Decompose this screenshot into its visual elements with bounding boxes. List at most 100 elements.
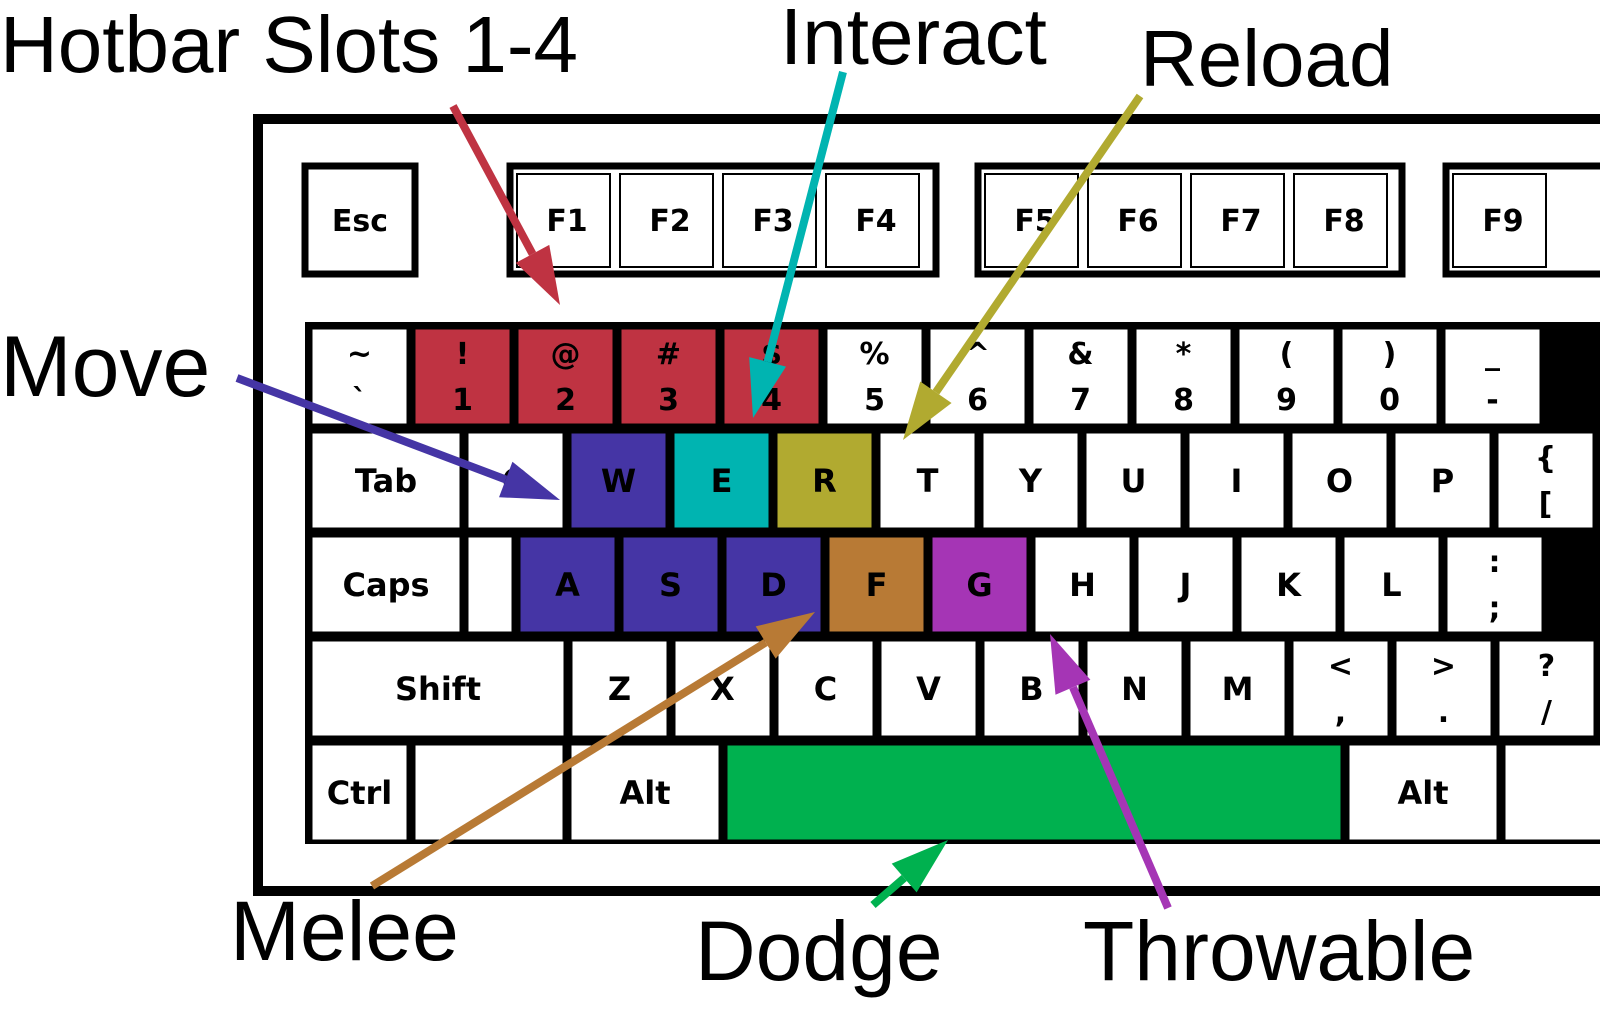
key-m: [1190, 641, 1285, 736]
key-e-label: E: [711, 462, 733, 500]
key-blank-upper: >: [1431, 649, 1456, 684]
key-1-lower: 1: [452, 383, 473, 418]
key-u-label: U: [1121, 462, 1147, 500]
key-t-label: T: [917, 462, 939, 500]
key-ctrl: [312, 745, 407, 840]
key-p-label: P: [1431, 462, 1454, 500]
key-blank-lower: ,: [1335, 695, 1346, 730]
key-f7: [1190, 173, 1285, 268]
key-2-upper: @: [551, 337, 581, 372]
key-j: [1138, 537, 1233, 632]
key-1: [415, 329, 510, 424]
callout-throwable-label: Throwable: [1083, 904, 1475, 998]
key-0-upper: ): [1383, 337, 1397, 372]
key-s-label: S: [659, 566, 682, 604]
key-e: [674, 433, 769, 528]
key-t: [880, 433, 975, 528]
key-alt: [1349, 745, 1497, 840]
key-o: [1292, 433, 1387, 528]
key-blank-upper: {: [1535, 441, 1556, 476]
key-n-label: N: [1121, 670, 1148, 708]
key-blank-lower: .: [1438, 695, 1449, 730]
key-f5: [984, 173, 1079, 268]
callout-dodge-label: Dodge: [695, 904, 943, 998]
key-blank-lower: `: [352, 383, 367, 418]
key-5-lower: 5: [864, 383, 885, 418]
key-f-label: F: [866, 566, 888, 604]
key-blank: [1445, 329, 1540, 424]
callout-labels: Hotbar Slots 1-4 Interact Reload Move Me…: [0, 0, 1475, 998]
key-9: [1239, 329, 1334, 424]
key-y-label: Y: [1018, 462, 1043, 500]
key-i-label: I: [1231, 462, 1243, 500]
key-blank-5: [1505, 745, 1600, 840]
callout-reload-label: Reload: [1140, 14, 1394, 103]
key-o-label: O: [1326, 462, 1353, 500]
key-k: [1241, 537, 1336, 632]
key-w: [571, 433, 666, 528]
key-6-lower: 6: [967, 383, 988, 418]
key-f2: [619, 173, 714, 268]
key-blank-1: [468, 537, 512, 632]
key-ctrl-label: Ctrl: [327, 774, 393, 812]
key-u: [1086, 433, 1181, 528]
key-5-upper: %: [859, 337, 889, 372]
key-blank: [1396, 641, 1491, 736]
callout-arrows: [235, 70, 1172, 910]
key-r-label: R: [812, 462, 837, 500]
melee-arrow: [369, 612, 815, 890]
key-caps: [312, 537, 460, 632]
key-f1-label: F1: [546, 204, 587, 239]
key-7-lower: 7: [1070, 383, 1091, 418]
key-0-lower: 0: [1379, 383, 1400, 418]
interact-arrow: [749, 70, 847, 418]
key-blank-upper: <: [1328, 649, 1353, 684]
callout-melee-label: Melee: [230, 884, 459, 978]
key-blank-upper: ~: [347, 337, 372, 372]
key-5: [827, 329, 922, 424]
key-shift-label: Shift: [395, 670, 481, 708]
throwable-arrow: [1050, 634, 1172, 910]
key-1-upper: !: [456, 337, 470, 372]
key-blank: [312, 329, 407, 424]
key-blank: [1498, 433, 1593, 528]
key-d-label: D: [760, 566, 787, 604]
callout-move-label: Move: [0, 319, 210, 415]
key-p: [1395, 433, 1490, 528]
key-blank: [1293, 641, 1388, 736]
callout-hotbar-label: Hotbar Slots 1-4: [0, 0, 578, 89]
key-blank-upper: _: [1485, 337, 1500, 372]
key-8-lower: 8: [1173, 383, 1194, 418]
key-n: [1087, 641, 1182, 736]
key-f7-label: F7: [1220, 204, 1261, 239]
key-2: [518, 329, 613, 424]
reload-arrow: [903, 93, 1144, 440]
key-m-label: M: [1222, 670, 1254, 708]
key-l-label: L: [1381, 566, 1401, 604]
key-f4-label: F4: [855, 204, 896, 239]
key-9-upper: (: [1280, 337, 1294, 372]
esc-key-label: Esc: [332, 204, 388, 239]
key-blank-lower: ;: [1489, 591, 1501, 626]
key-blank: [1499, 641, 1594, 736]
key-f9-label: F9: [1482, 204, 1523, 239]
key-h: [1035, 537, 1130, 632]
key-f8: [1293, 173, 1388, 268]
key-f8-label: F8: [1323, 204, 1364, 239]
key-alt-label: Alt: [619, 774, 670, 812]
key-y: [983, 433, 1078, 528]
key-0: [1342, 329, 1437, 424]
key-3-upper: #: [656, 337, 681, 372]
key-caps-label: Caps: [342, 566, 429, 604]
key-blank-lower: /: [1541, 695, 1552, 730]
key-r: [777, 433, 872, 528]
key-7-upper: &: [1067, 337, 1093, 372]
key-s: [623, 537, 718, 632]
key-3: [621, 329, 716, 424]
key-alt-label: Alt: [1397, 774, 1448, 812]
key-blank: [1447, 537, 1542, 632]
key-f: [829, 537, 924, 632]
key-g: [932, 537, 1027, 632]
key-v: [881, 641, 976, 736]
